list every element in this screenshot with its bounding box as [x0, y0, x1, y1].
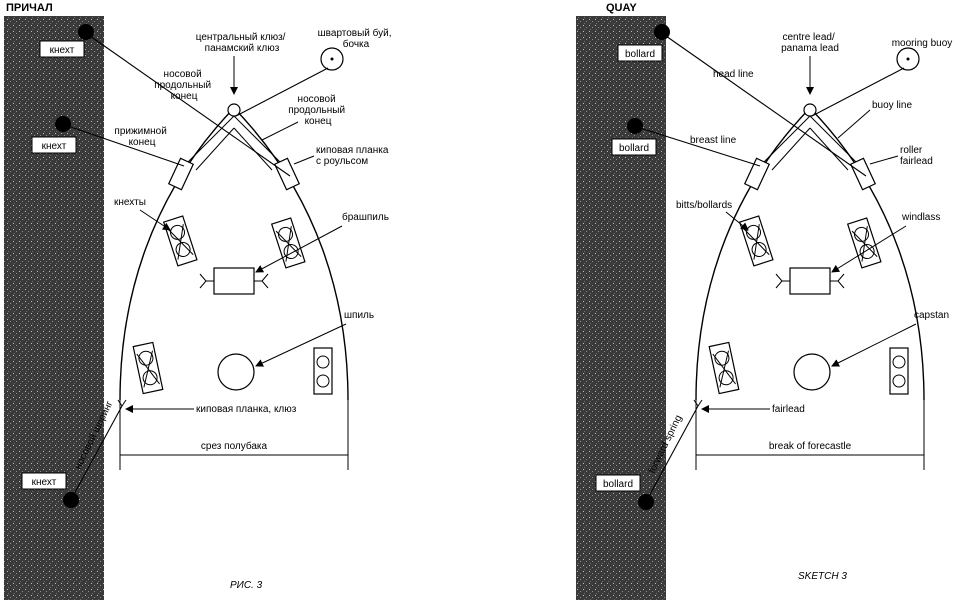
panel-english: QUAY [576, 2, 952, 600]
bollard-label: bollard [603, 479, 633, 490]
label-windlass: брашпиль [342, 211, 389, 223]
label-capstan: capstan [914, 310, 949, 321]
bollard-dot [638, 494, 654, 510]
label-roller-fairlead: киповая планка с роульсом [316, 145, 391, 167]
label-head-line: носовой продольный конец [154, 69, 214, 102]
bollard-label: bollard [625, 49, 655, 60]
windlass [199, 267, 269, 295]
bitts-port-aft [132, 341, 164, 395]
capstan [217, 353, 255, 391]
breast-line-rope [67, 125, 185, 167]
label-fairlead: fairlead [772, 404, 805, 415]
centre-lead [803, 103, 817, 117]
label-centre-lead: centre lead/ panama lead [781, 32, 839, 54]
bollard-label: кнехт [32, 477, 57, 488]
forward-spring-rope [72, 405, 123, 497]
label-centre-lead: центральный клюз/ панамский клюз [196, 32, 289, 54]
head-line-rope [89, 35, 291, 177]
bitts-port-aft [708, 341, 740, 395]
label-break-of-forecastle: break of forecastle [769, 441, 852, 452]
bow-inner-left [195, 127, 235, 171]
label-windlass: windlass [901, 212, 940, 223]
roller-fairlead-port [167, 157, 195, 191]
label-capstan: шпиль [344, 310, 374, 321]
figure-caption: SKETCH 3 [798, 571, 847, 582]
breast-line-rope [639, 127, 761, 167]
label-fairlead: киповая планка, клюз [196, 404, 297, 415]
label-buoy-line: носовой продольный конец [288, 94, 348, 127]
label-roller-fairlead: roller fairlead [900, 145, 933, 167]
bow-inner-left [185, 115, 235, 165]
quay-wall [576, 16, 666, 600]
head-line-rope [665, 35, 867, 177]
bitts-port [162, 215, 198, 267]
forward-spring-rope [647, 405, 699, 499]
bollard-label: кнехт [42, 141, 67, 152]
bitts-starboard [846, 217, 882, 269]
bollard-dot [63, 492, 79, 508]
bitts-starboard-aft [313, 347, 333, 395]
label-buoy-line: buoy line [872, 100, 912, 111]
buoy-line-rope [235, 67, 329, 117]
bow-inner-right [233, 127, 273, 171]
bollard-label: кнехт [50, 45, 75, 56]
windlass [775, 267, 845, 295]
label-break-of-forecastle: срез полубака [201, 440, 268, 452]
label-bitts: кнехты [114, 197, 146, 208]
bollard-dot [627, 118, 643, 134]
figure-caption: РИС. 3 [230, 580, 263, 591]
panel-russian: ПРИЧАЛ [4, 2, 395, 600]
bow-inner-right [233, 115, 283, 165]
quay-wall [4, 16, 104, 600]
label-bitts: bitts/bollards [676, 200, 732, 211]
bitts-starboard-aft [889, 347, 909, 395]
bollard-dot [55, 116, 71, 132]
label-breast-line: прижимной конец [114, 126, 169, 148]
buoy-line-rope [811, 67, 905, 117]
roller-fairlead-port [743, 157, 771, 191]
label-head-line: head line [713, 69, 754, 80]
quay-title: QUAY [606, 2, 637, 14]
capstan [793, 353, 831, 391]
label-mooring-buoy: швартовый буй, бочка [318, 27, 395, 50]
quay-title: ПРИЧАЛ [6, 2, 53, 14]
bollard-label: bollard [619, 143, 649, 154]
bitts-port [738, 215, 774, 267]
centre-lead [227, 103, 241, 117]
label-mooring-buoy: mooring buoy [892, 38, 953, 49]
label-breast-line: breast line [690, 135, 737, 146]
